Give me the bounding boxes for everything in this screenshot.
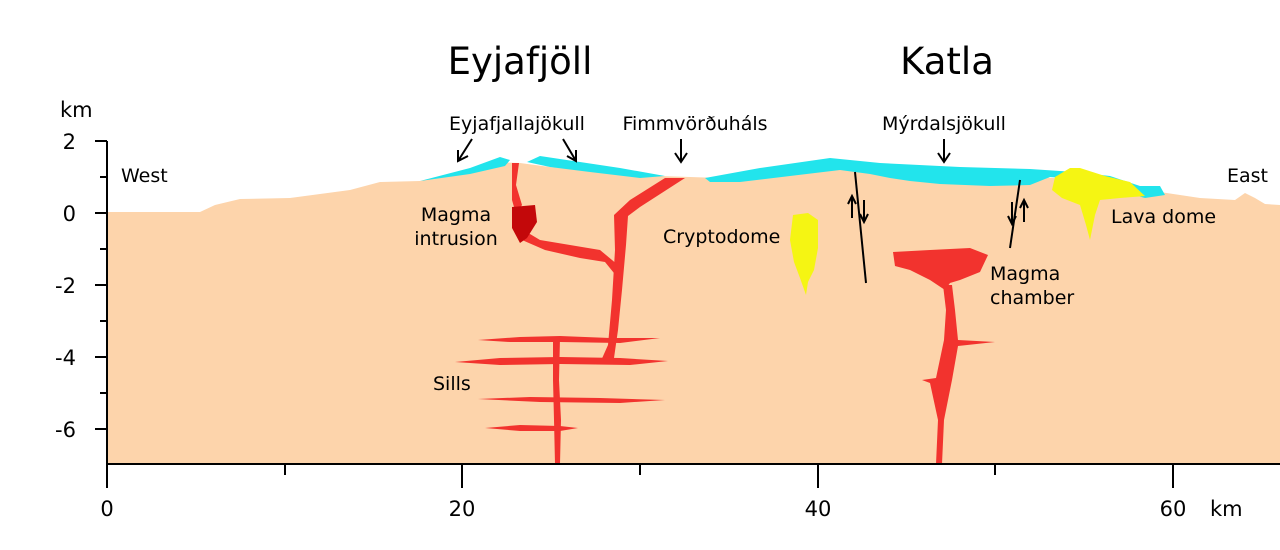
y-tick-neg2: -2 [55, 274, 76, 298]
katla-conduit [922, 285, 995, 464]
lava-dome [1052, 168, 1145, 240]
y-tick-2: 2 [63, 130, 76, 154]
sill-3 [478, 397, 665, 403]
label-sills: Sills [433, 373, 471, 395]
eyjafjoll-branch-dike [520, 228, 618, 278]
x-tick-0: 0 [100, 497, 113, 521]
label-myrdalsjokull: Mýrdalsjökull [882, 113, 1006, 135]
x-tick-20: 20 [449, 497, 476, 521]
arrow-eyjafjallajokull-left [457, 138, 473, 163]
fault-east-arrow-down [1007, 202, 1017, 227]
label-west: West [121, 165, 168, 187]
y-unit-label: km [60, 98, 93, 122]
magma-intrusion [512, 205, 537, 243]
sill-feeder [553, 338, 561, 464]
katla-magma-chamber [893, 248, 988, 290]
sill-2 [455, 357, 668, 365]
fault-west-arrow-up [847, 193, 857, 218]
x-axis [106, 463, 1280, 488]
sill-1 [478, 336, 660, 343]
label-magma-chamber-1: Magma [990, 263, 1060, 285]
fimmvorduhals-dike [600, 178, 685, 363]
label-magma-chamber-2: chamber [990, 287, 1074, 309]
x-tick-40: 40 [805, 497, 832, 521]
arrow-eyjafjallajokull-right [562, 138, 577, 163]
label-eyjafjallajokull: Eyjafjallajökull [449, 113, 585, 135]
arrow-fimmvorduhals [674, 139, 688, 164]
cryptodome [790, 213, 818, 295]
label-magma-intrusion-1: Magma [421, 204, 491, 226]
y-tick-neg6: -6 [55, 418, 76, 442]
y-tick-0: 0 [63, 202, 76, 226]
label-fimmvorduhals: Fimmvörðuháls [622, 113, 767, 135]
crust-body [107, 162, 1280, 464]
x-tick-60: 60 [1160, 497, 1187, 521]
fault-east-arrow-up [1019, 197, 1029, 222]
title-eyjafjoll: Eyjafjöll [448, 40, 593, 83]
label-east: East [1227, 165, 1268, 187]
fault-west-arrow-down [859, 200, 869, 225]
title-katla: Katla [900, 40, 994, 83]
label-magma-intrusion-2: intrusion [414, 228, 497, 250]
x-unit-label: km [1210, 497, 1243, 521]
ice-eyjafjallajokull-right [527, 156, 665, 178]
fault-east [1009, 179, 1021, 249]
y-tick-neg4: -4 [55, 346, 76, 370]
ice-eyjafjallajokull-left [420, 157, 510, 181]
label-cryptodome: Cryptodome [663, 226, 780, 248]
fault-west [854, 171, 867, 284]
y-axis [95, 140, 108, 464]
ice-myrdalsjokull [705, 158, 1165, 198]
label-lava-dome: Lava dome [1111, 206, 1216, 228]
arrow-myrdalsjokull [937, 139, 951, 164]
eyjafjoll-central-dike [512, 163, 522, 214]
